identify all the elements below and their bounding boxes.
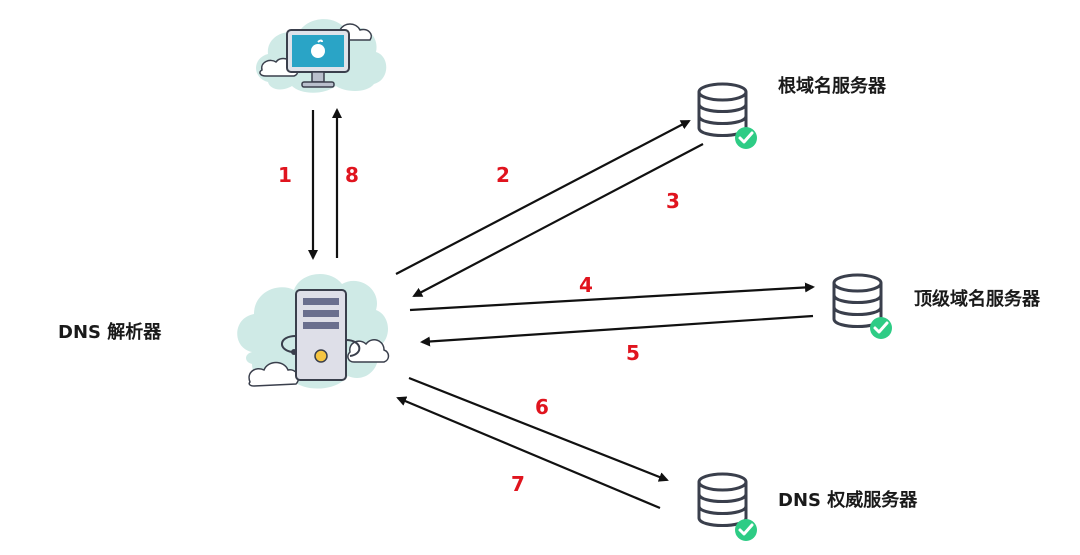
arrow-step-2 [395,120,691,275]
database-check-icon [697,472,757,541]
step-4-number: 4 [579,273,593,297]
step-2-number: 2 [496,163,510,187]
step-6-number: 6 [535,395,549,419]
step-numbers: 1 2 3 4 5 6 7 8 [278,163,680,496]
database-check-icon [697,82,757,149]
database-check-icon [832,273,892,339]
authoritative-server-node: DNS 权威服务器 [697,472,918,541]
tld-server-label: 顶级域名服务器 [914,288,1041,310]
server-tower-icon [237,273,390,389]
arrow-step-7 [396,396,661,510]
resolver-node: DNS 解析器 [58,273,390,389]
step-8-number: 8 [345,163,359,187]
arrow-step-6 [408,376,669,482]
tld-server-node: 顶级域名服务器 [832,273,1041,339]
root-server-node: 根域名服务器 [697,75,887,149]
root-server-label: 根域名服务器 [778,75,887,97]
client-computer-node [256,19,387,93]
arrow-step-5 [420,314,814,347]
authoritative-server-label: DNS 权威服务器 [778,489,918,511]
step-5-number: 5 [626,341,640,365]
step-1-number: 1 [278,163,292,187]
step-7-number: 7 [511,472,525,496]
arrows [308,108,815,510]
resolver-label: DNS 解析器 [58,321,162,343]
computer-monitor-icon [256,19,387,93]
arrow-step-3 [412,143,704,297]
arrow-step-4 [409,282,815,312]
step-3-number: 3 [666,189,680,213]
